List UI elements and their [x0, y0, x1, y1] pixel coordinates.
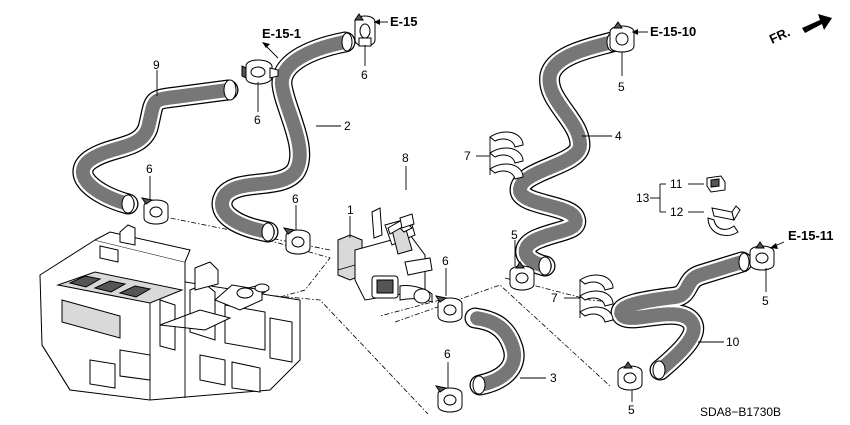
- reference-e15-1[interactable]: E-15-1: [262, 26, 301, 41]
- clamp-6-c: [140, 197, 169, 225]
- label-part-5: 5: [511, 228, 518, 242]
- clip-11: [706, 175, 726, 193]
- label-part-6: 6: [292, 192, 299, 206]
- hose-2: [211, 31, 356, 243]
- hose-4: [509, 31, 623, 277]
- front-label: FR.: [767, 24, 792, 46]
- reference-e15-11[interactable]: E-15-11: [788, 228, 834, 243]
- leader-lines: [149, 19, 785, 402]
- label-part-6: 6: [361, 68, 368, 82]
- label-part-5: 5: [628, 403, 635, 417]
- label-part-7: 7: [464, 149, 471, 163]
- label-part-11: 11: [670, 177, 683, 191]
- clamp-6-d: [282, 227, 311, 255]
- label-part-6: 6: [444, 347, 451, 361]
- label-part-6: 6: [146, 162, 153, 176]
- label-part-9: 9: [153, 58, 160, 72]
- reference-e15[interactable]: E-15: [390, 14, 417, 29]
- clamp-5-d: [749, 241, 775, 271]
- heater-unit-illustration: [39, 224, 301, 401]
- reference-e15-10[interactable]: E-15-10: [650, 24, 696, 39]
- hose-clip-7-b: [579, 274, 614, 323]
- label-part-12: 12: [670, 205, 684, 219]
- label-part-2: 2: [344, 119, 351, 133]
- label-part-5: 5: [762, 294, 769, 308]
- clamp-5-b: [509, 261, 535, 291]
- label-part-1: 1: [347, 203, 354, 217]
- label-part-8: 8: [402, 151, 409, 165]
- front-arrow-icon: [802, 14, 832, 33]
- clip-12: [707, 205, 741, 236]
- label-part-6: 6: [442, 254, 449, 268]
- bolt: [387, 213, 415, 235]
- hose-clip-7-a: [489, 131, 524, 180]
- front-direction-indicator: FR.: [767, 14, 832, 47]
- clamp-5-a: [609, 21, 635, 53]
- label-part-10: 10: [726, 335, 740, 349]
- label-part-5: 5: [618, 80, 625, 94]
- water-valve-assembly: [337, 207, 433, 304]
- hose-3: [464, 307, 525, 396]
- clamp-6-e: [434, 295, 463, 323]
- label-part-7: 7: [551, 291, 558, 305]
- hose-9: [72, 79, 239, 215]
- label-part-4: 4: [615, 129, 622, 143]
- label-part-13: 13: [636, 191, 650, 205]
- clamp-6-a: [241, 59, 279, 85]
- hose-10: [610, 251, 753, 381]
- diagram-code: SDA8−B1730B: [700, 405, 781, 419]
- clamp-6-b: [354, 13, 376, 47]
- clamp-6-f: [434, 385, 463, 413]
- label-part-3: 3: [550, 371, 557, 385]
- clamp-5-c: [617, 361, 643, 391]
- label-part-6: 6: [254, 113, 261, 127]
